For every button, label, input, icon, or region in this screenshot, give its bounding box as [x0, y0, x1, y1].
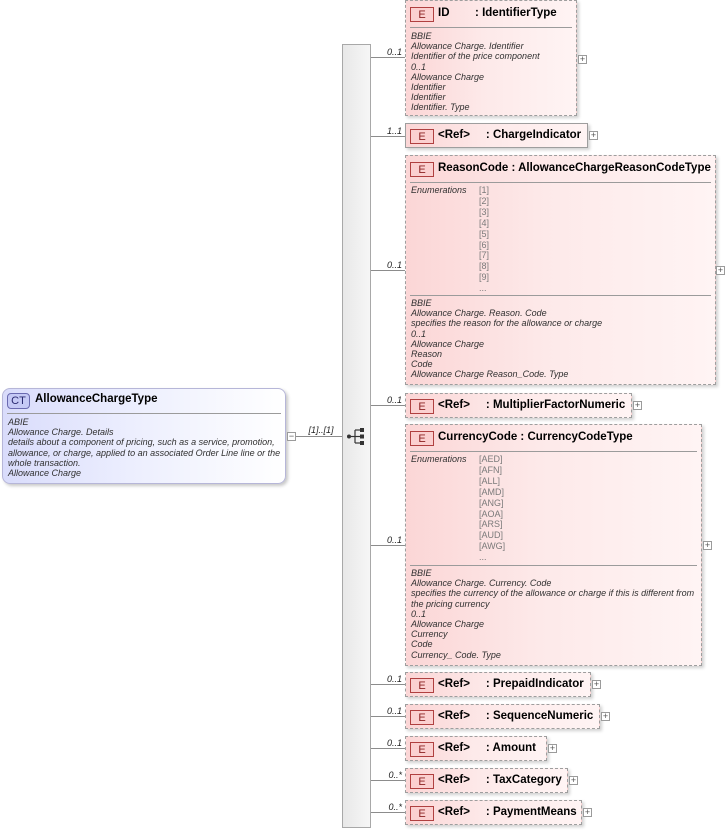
element-title: <Ref> : PaymentMeans	[438, 806, 577, 818]
expand-toggle[interactable]: +	[633, 400, 642, 410]
enumeration-list: [AED] [AFN] [ALL] [AMD] [ANG] [AOA] [ARS…	[479, 454, 506, 563]
element-annotation: BBIE Allowance Charge. Identifier Identi…	[411, 31, 540, 113]
cardinality-label: 0..1	[386, 47, 402, 57]
cardinality-label: 0..1	[386, 738, 402, 748]
element-badge: E	[410, 129, 434, 144]
sequence-icon	[347, 428, 364, 445]
expand-toggle[interactable]: +	[592, 679, 601, 689]
element-box-id[interactable]: E ID : IdentifierType BBIE Allowance Cha…	[405, 0, 577, 116]
connector-line	[296, 436, 342, 437]
element-annotation: BBIE Allowance Charge. Currency. Code sp…	[411, 568, 695, 660]
expand-toggle[interactable]: +	[601, 711, 610, 721]
cardinality-label: 0..1	[386, 706, 402, 716]
element-badge: E	[410, 162, 434, 177]
collapse-toggle[interactable]: −	[287, 431, 296, 441]
element-title: <Ref> : MultiplierFactorNumeric	[438, 399, 626, 411]
element-separator	[410, 295, 711, 296]
element-title: <Ref> : ChargeIndicator	[438, 129, 582, 141]
element-badge: E	[410, 678, 434, 693]
element-title: <Ref> : Amount	[438, 742, 536, 754]
complex-type-name: AllowanceChargeType	[35, 393, 158, 405]
element-badge: E	[410, 806, 434, 821]
element-title: CurrencyCode : CurrencyCodeType	[438, 431, 633, 443]
element-separator	[410, 27, 572, 28]
complex-type-box: CT AllowanceChargeType ABIE Allowance Ch…	[2, 388, 286, 484]
expand-toggle[interactable]: +	[589, 130, 598, 140]
connector-line	[371, 405, 405, 406]
element-separator	[410, 182, 711, 183]
element-box-charge-indicator[interactable]: E <Ref> : ChargeIndicator	[405, 123, 588, 148]
element-box-payment-means[interactable]: E <Ref> : PaymentMeans	[405, 800, 582, 825]
enumeration-list: [1] [2] [3] [4] [5] [6] [7] [8] [9] ...	[479, 185, 490, 294]
cardinality-label: 0..1	[386, 260, 402, 270]
complex-type-badge: CT	[7, 393, 30, 409]
expand-toggle[interactable]: +	[578, 54, 587, 64]
expand-toggle[interactable]: +	[583, 807, 592, 817]
enumerations-label: Enumerations	[411, 185, 467, 195]
connector-line	[371, 270, 405, 271]
connector-line	[371, 780, 405, 781]
element-badge: E	[410, 710, 434, 725]
element-box-sequence-numeric[interactable]: E <Ref> : SequenceNumeric	[405, 704, 600, 729]
element-badge: E	[410, 431, 434, 446]
element-box-currency-code[interactable]: E CurrencyCode : CurrencyCodeType Enumer…	[405, 424, 702, 666]
element-title: ID : IdentifierType	[438, 7, 557, 19]
element-title: ReasonCode : AllowanceChargeReasonCodeTy…	[438, 162, 711, 174]
element-badge: E	[410, 742, 434, 757]
element-title: <Ref> : TaxCategory	[438, 774, 562, 786]
element-badge: E	[410, 7, 434, 22]
connector-line	[371, 748, 405, 749]
cardinality-label: 0..*	[388, 802, 402, 812]
connector-line	[371, 57, 405, 58]
cardinality-label: [1]..[1]	[308, 425, 334, 435]
connector-line	[371, 545, 405, 546]
element-box-multiplier-factor-numeric[interactable]: E <Ref> : MultiplierFactorNumeric	[405, 393, 632, 418]
element-box-tax-category[interactable]: E <Ref> : TaxCategory	[405, 768, 568, 793]
element-box-prepaid-indicator[interactable]: E <Ref> : PrepaidIndicator	[405, 672, 591, 697]
element-annotation: BBIE Allowance Charge. Reason. Code spec…	[411, 298, 603, 380]
element-box-amount[interactable]: E <Ref> : Amount	[405, 736, 547, 761]
connector-line	[371, 684, 405, 685]
cardinality-label: 0..1	[386, 674, 402, 684]
connector-line	[371, 716, 405, 717]
cardinality-label: 0..1	[386, 395, 402, 405]
element-box-reason-code[interactable]: E ReasonCode : AllowanceChargeReasonCode…	[405, 155, 716, 385]
cardinality-label: 0..*	[388, 770, 402, 780]
element-badge: E	[410, 774, 434, 789]
connector-line	[371, 812, 405, 813]
element-badge: E	[410, 399, 434, 414]
element-title: <Ref> : PrepaidIndicator	[438, 678, 584, 690]
enumerations-label: Enumerations	[411, 454, 467, 464]
cardinality-label: 1..1	[386, 126, 402, 136]
element-title: <Ref> : SequenceNumeric	[438, 710, 594, 722]
expand-toggle[interactable]: +	[716, 265, 725, 275]
complex-type-annotation: ABIE Allowance Charge. Details details a…	[8, 417, 281, 479]
cardinality-label: 0..1	[386, 535, 402, 545]
complex-type-separator	[7, 413, 281, 414]
connector-line	[371, 136, 405, 137]
element-separator	[410, 451, 697, 452]
expand-toggle[interactable]: +	[703, 540, 712, 550]
element-separator	[410, 565, 697, 566]
expand-toggle[interactable]: +	[548, 743, 557, 753]
expand-toggle[interactable]: +	[569, 775, 578, 785]
